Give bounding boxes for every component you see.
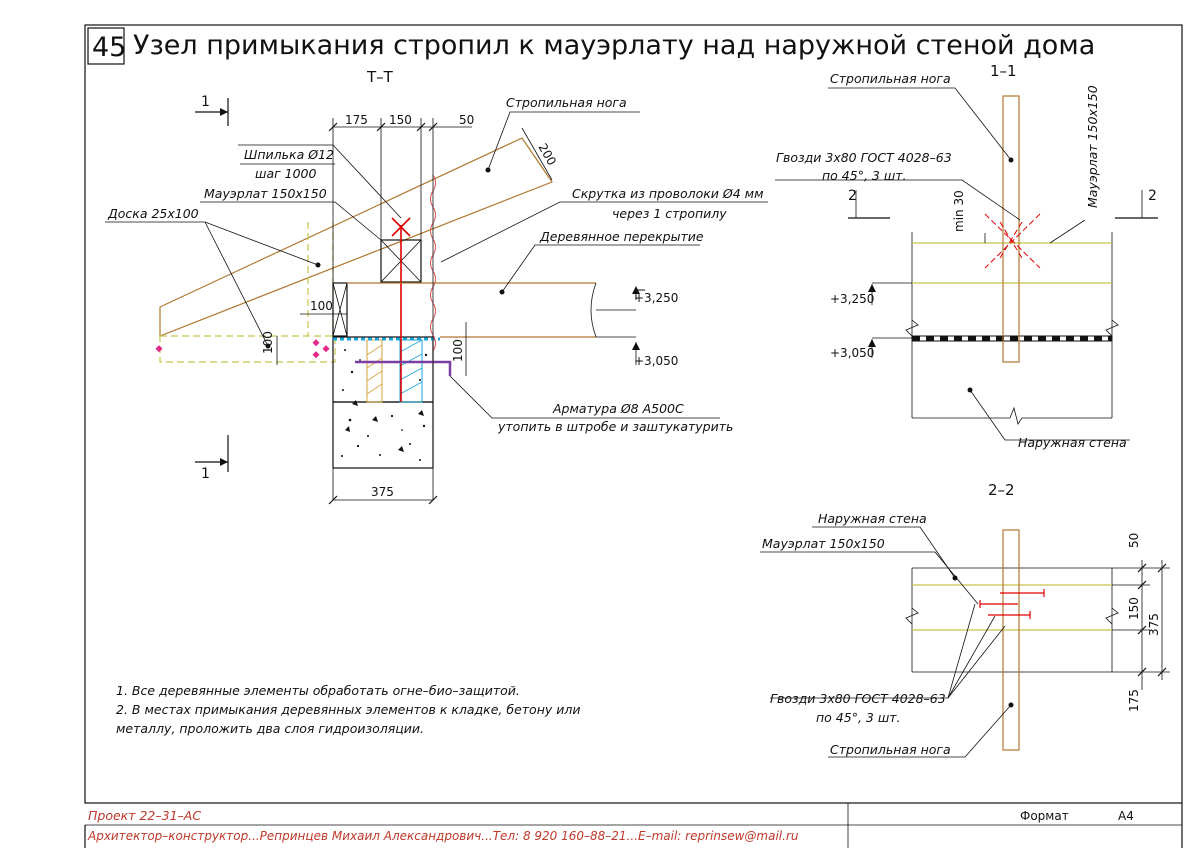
- s11-rafter-label: Стропильная нога: [830, 71, 951, 86]
- dim-100-wall: 100: [451, 339, 465, 362]
- s22-rafter-label: Стропильная нога: [830, 742, 951, 757]
- section-22: 2–2 50 150 375 175: [760, 481, 1170, 758]
- note-2: 2. В местах примыкания деревянных элемен…: [116, 702, 580, 717]
- s11-nails: [984, 213, 1041, 269]
- dim-100-post: 100: [310, 299, 333, 313]
- tt-wire-label-2: через 1 стропилу: [612, 206, 727, 221]
- s11-nails-label-1: Гвозди 3х80 ГОСТ 4028–63: [776, 150, 952, 165]
- rebar-a500c: [355, 360, 452, 376]
- cut-mark-bottom-label: 1: [201, 466, 210, 482]
- dim-375: 375: [371, 485, 394, 499]
- insulation-strip-blue: [399, 339, 423, 403]
- drawing-number: 45: [92, 32, 126, 63]
- s22-dim-175: 175: [1127, 689, 1141, 712]
- s11-nails-label-2: по 45°, 3 шт.: [822, 168, 907, 183]
- section-tt-title: Т–Т: [366, 68, 394, 86]
- tt-rafter-label: Стропильная нога: [506, 95, 627, 110]
- s11-level-top: +3,250: [830, 292, 874, 306]
- section-22-title: 2–2: [988, 481, 1015, 499]
- section-tt: Т–Т 1 1: [105, 68, 768, 505]
- sheet-frame: [84, 24, 1183, 804]
- s11-level-bottom: +3,050: [830, 346, 874, 360]
- s22-nails: [979, 589, 1045, 619]
- drawing-title: Узел примыкания стропил к мауэрлату над …: [133, 30, 1095, 61]
- section-11: 1–1 2 2 +3,250 +3,050 min 30: [775, 62, 1158, 450]
- tt-level-bottom: +3,050: [634, 354, 678, 368]
- dim-100-board: 100: [261, 331, 275, 354]
- s11-mauerlat-label: Мауэрлат 150х150: [1085, 85, 1100, 208]
- section-11-title: 1–1: [990, 62, 1017, 80]
- tt-board-label: Доска 25х100: [107, 206, 199, 221]
- tt-mauerlat-label: Мауэрлат 150х150: [204, 186, 327, 201]
- tt-stud-label-2: шаг 1000: [255, 166, 316, 181]
- dim-175: 175: [345, 113, 368, 127]
- s11-wall-label: Наружная стена: [1018, 435, 1127, 450]
- board-25x100: [159, 335, 336, 363]
- drawing-number-box: [87, 27, 125, 65]
- note-3: металлу, проложить два слоя гидроизоляци…: [116, 721, 424, 736]
- s22-dim-150: 150: [1127, 597, 1141, 620]
- tt-level-top: +3,250: [634, 291, 678, 305]
- stamp-format-value: А4: [1118, 809, 1134, 823]
- stamp-author: Архитектор–конструктор...Репринцев Михаи…: [87, 829, 799, 843]
- stamp-format-label: Формат: [1020, 809, 1069, 823]
- s11-cut-left: 2: [848, 188, 857, 204]
- stamp-project: Проект 22–31–АС: [88, 808, 201, 823]
- cut-mark-top-label: 1: [201, 94, 210, 110]
- tt-stud-label-1: Шпилька Ø12: [244, 147, 334, 162]
- concrete-speckle: [341, 349, 428, 461]
- wall-upper-block: [332, 336, 434, 403]
- tt-wire-label-1: Скрутка из проволоки Ø4 мм: [572, 186, 764, 201]
- wall-lower-block: [332, 401, 434, 469]
- s22-rafter: [1002, 529, 1020, 751]
- s22-dim-375: 375: [1147, 613, 1161, 636]
- s22-dim-50: 50: [1127, 533, 1141, 548]
- notes-block: 1. Все деревянные элементы обработать ог…: [116, 683, 580, 736]
- s22-nails-label-2: по 45°, 3 шт.: [816, 710, 901, 725]
- s22-wall-label: Наружная стена: [818, 511, 927, 526]
- s22-nails-label-1: Гвозди 3х80 ГОСТ 4028–63: [770, 691, 946, 706]
- s11-min30: min 30: [952, 190, 966, 232]
- s11-cut-right: 2: [1148, 188, 1157, 204]
- dim-150: 150: [389, 113, 412, 127]
- note-1: 1. Все деревянные элементы обработать ог…: [116, 683, 520, 698]
- s11-rafter: [1002, 95, 1020, 363]
- s22-mauerlat-label: Мауэрлат 150х150: [762, 536, 885, 551]
- tt-rebar-label-1: Арматура Ø8 А500С: [552, 401, 684, 416]
- board-insulation-dots: [155, 339, 330, 359]
- tt-rebar-label-2: утопить в штробе и заштукатурить: [497, 419, 733, 434]
- wire-twist: [430, 174, 436, 352]
- rafter-sloped: [159, 137, 553, 337]
- tt-floor-label: Деревянное перекрытие: [539, 229, 704, 244]
- dim-50: 50: [459, 113, 474, 127]
